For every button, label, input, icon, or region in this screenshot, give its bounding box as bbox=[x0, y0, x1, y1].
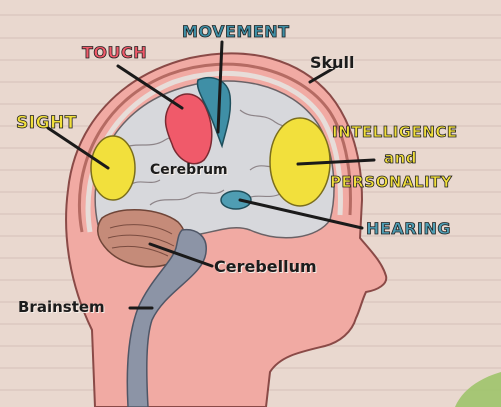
personality-label: PERSONALITY bbox=[330, 175, 452, 190]
hearing-label: HEARING bbox=[366, 221, 451, 237]
cerebrum-label: Cerebrum bbox=[150, 163, 228, 177]
and-label: and bbox=[384, 151, 417, 166]
brainstem-label: Brainstem bbox=[18, 300, 105, 315]
skull-label: Skull bbox=[310, 55, 355, 71]
touch-label: TOUCH bbox=[82, 45, 147, 61]
sight-area bbox=[91, 136, 135, 200]
cerebellum-label: Cerebellum bbox=[214, 259, 317, 275]
intelligence-label: INTELLIGENCE bbox=[332, 125, 458, 140]
sight-label: SIGHT bbox=[16, 115, 77, 132]
movement-label: MOVEMENT bbox=[182, 24, 290, 40]
